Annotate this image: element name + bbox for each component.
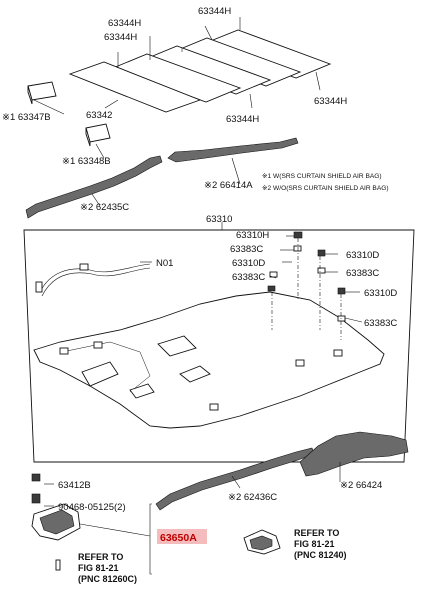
refer-left-line3: (PNC 81260C) <box>78 574 137 584</box>
label-63310h: 63310H <box>236 230 269 241</box>
label-63342: 63342 <box>86 110 112 121</box>
referenced-component-81240 <box>243 529 281 555</box>
label-66424: ※2 66424 <box>340 480 382 491</box>
label-63344h-5: 63344H <box>226 114 259 125</box>
wire-harness-n01 <box>35 263 151 297</box>
label-63347b: ※1 63347B <box>2 112 51 123</box>
label-63310d-r1: 63310D <box>346 250 379 261</box>
label-63344h-4: 63344H <box>314 96 347 107</box>
roof-silencer-pads <box>68 29 332 113</box>
label-63310: 63310 <box>206 214 232 225</box>
label-63383c-2: 63383C <box>232 272 265 283</box>
label-63383c-r1: 63383C <box>346 268 379 279</box>
pad-63348b <box>85 123 111 147</box>
refer-right-line3: (PNC 81240) <box>294 550 347 560</box>
part-number-labels: 63344H 63344H 63344H 63344H 63344H 63342… <box>2 6 397 513</box>
pad-63347b <box>27 81 57 105</box>
refer-right-line2: FIG 81-21 <box>294 539 335 549</box>
label-63310d-1: 63310D <box>232 258 265 269</box>
label-63383c-1: 63383C <box>230 244 263 255</box>
headliner-leader-lines <box>140 235 363 340</box>
label-n01: N01 <box>156 258 173 269</box>
refer-left-line2: FIG 81-21 <box>78 563 119 573</box>
refer-left-line1: REFER TO <box>78 552 123 562</box>
headliner-clips <box>267 231 346 322</box>
top-leader-lines <box>33 17 321 207</box>
label-66414a: ※2 66414A <box>204 180 253 191</box>
lower-leader-lines <box>231 462 341 489</box>
label-63412b: 63412B <box>58 480 91 491</box>
refer-to-right[interactable]: REFER TO FIG 81-21 (PNC 81240) <box>294 528 347 560</box>
label-63348b: ※1 63348B <box>62 156 111 167</box>
note-line-1: ※1 W(SRS CURTAIN SHIELD AIR BAG) <box>262 173 382 180</box>
label-63344h-1: 63344H <box>198 6 231 17</box>
headliner-box <box>23 222 415 463</box>
refer-to-left[interactable]: REFER TO FIG 81-21 (PNC 81260C) <box>78 552 137 584</box>
label-62435c: ※2 62435C <box>80 202 129 213</box>
rail-66424 <box>299 431 409 477</box>
label-63310d-r2: 63310D <box>364 288 397 299</box>
note-line-2: ※2 W/O(SRS CURTAIN SHIELD AIR BAG) <box>262 185 389 192</box>
label-63650a[interactable]: 63650A <box>160 532 197 544</box>
rail-62435c <box>25 155 163 219</box>
label-62436c: ※2 62436C <box>228 492 277 503</box>
highlighted-part-63650a[interactable]: 63650A <box>157 529 207 544</box>
label-63344h-2: 63344H <box>108 18 141 29</box>
refer-right-line1: REFER TO <box>294 528 339 538</box>
label-63344h-3: 63344H <box>104 32 137 43</box>
label-90468: 90468-05125(2) <box>58 502 126 513</box>
label-63383c-r2: 63383C <box>364 318 397 329</box>
map-lamp-group <box>31 473 152 575</box>
rail-66414a <box>167 137 299 163</box>
headliner-panel <box>33 291 385 429</box>
